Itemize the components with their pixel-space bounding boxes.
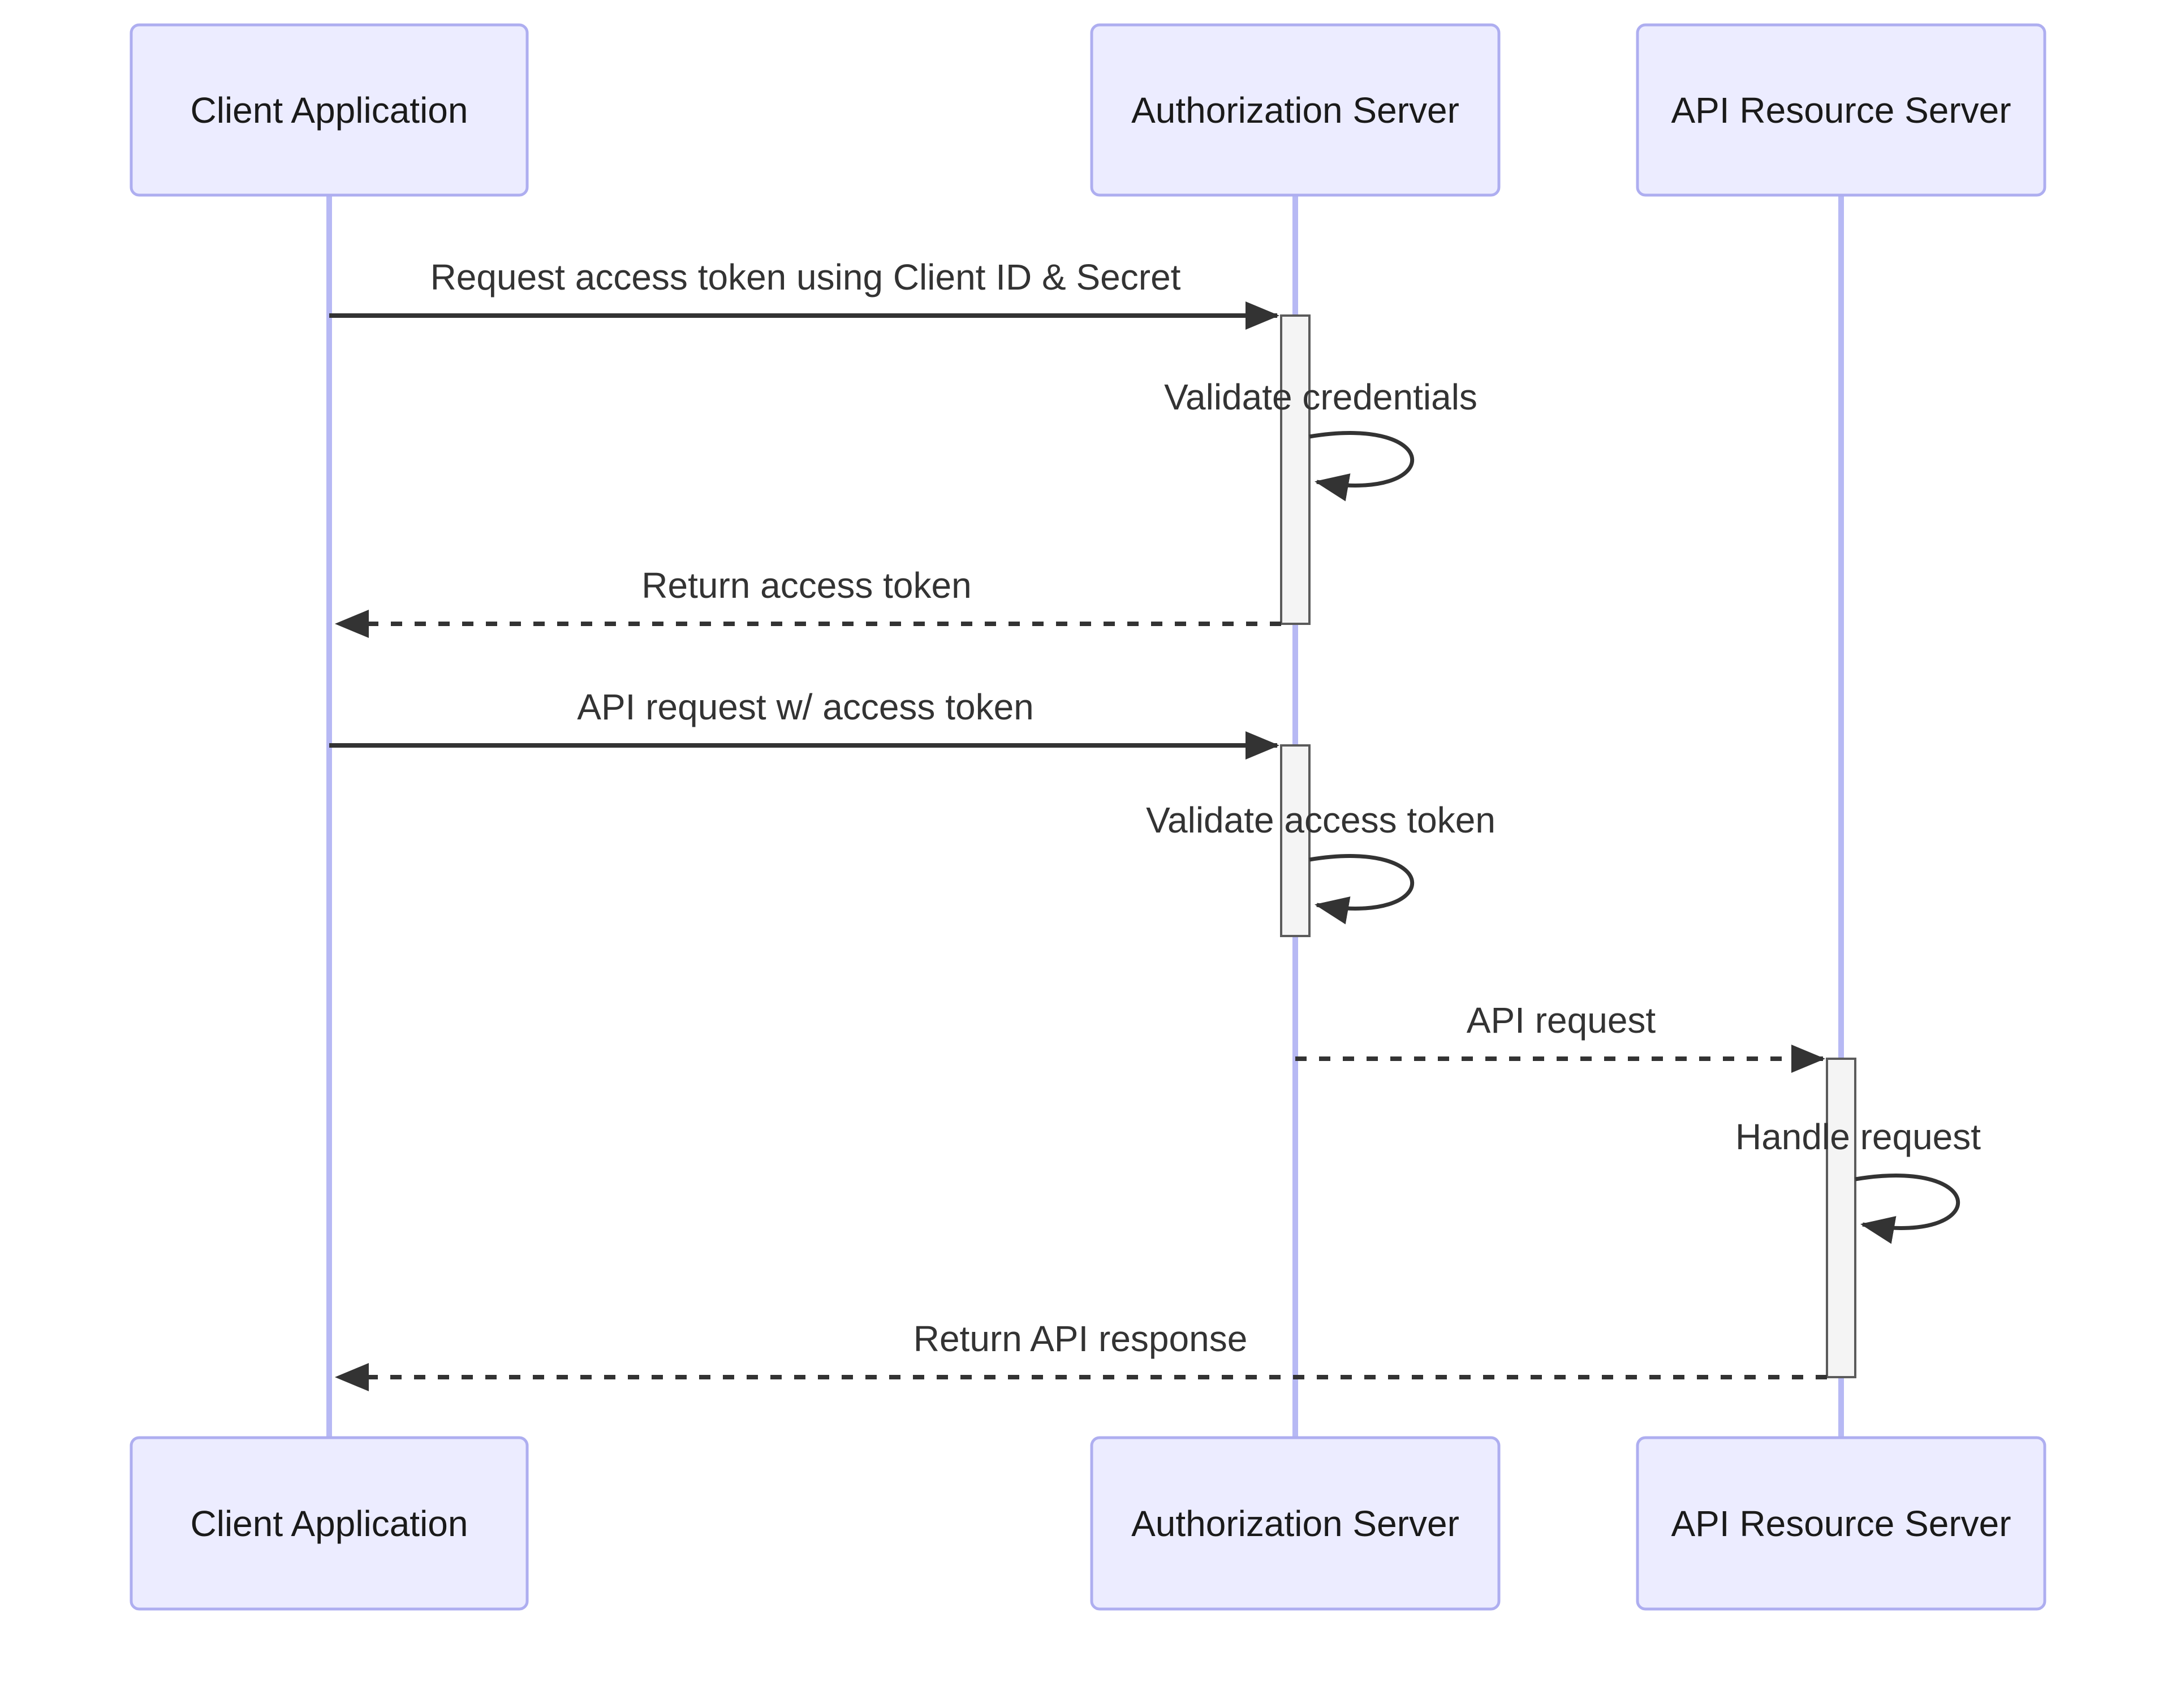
activation-bar-auth-2 (1280, 744, 1311, 937)
actor-bottom-box-auth-server (1090, 1436, 1501, 1611)
actor-bottom-box-api-server (1636, 1436, 2046, 1611)
self-loop-validate-access-token (1309, 854, 1415, 925)
actor-top-box-auth-server (1090, 23, 1501, 197)
actor-bottom-client: Client Application (130, 1436, 529, 1611)
actor-top-box-api-server (1636, 23, 2046, 197)
message-label-request-access-token: Request access token using Client ID & S… (430, 257, 1181, 297)
actor-bottom-api-server: API Resource Server (1636, 1436, 2046, 1611)
message-label-validate-credentials: Validate credentials (1164, 377, 1477, 417)
message-label-api-request: API request (1467, 1000, 1656, 1041)
message-label-api-request-with-token: API request w/ access token (577, 687, 1034, 727)
actor-bottom-label-auth-server: Authorization Server (1131, 1503, 1459, 1544)
actor-top-client: Client Application (130, 23, 529, 197)
message-label-handle-request: Handle request (1735, 1116, 1981, 1157)
self-loop-handle-request (1855, 1174, 1960, 1244)
activation-bar-auth-1 (1280, 314, 1311, 625)
actor-bottom-auth-server: Authorization Server (1090, 1436, 1501, 1611)
self-loop-validate-credentials (1309, 431, 1415, 502)
actor-top-box-client (130, 23, 529, 197)
actor-top-label-api-server: API Resource Server (1671, 90, 2011, 131)
actor-top-label-client: Client Application (191, 90, 468, 131)
message-label-return-api-response: Return API response (913, 1318, 1248, 1359)
actor-bottom-label-client: Client Application (191, 1503, 468, 1544)
actor-top-label-auth-server: Authorization Server (1131, 90, 1459, 131)
actor-bottom-label-api-server: API Resource Server (1671, 1503, 2011, 1544)
actor-top-api-server: API Resource Server (1636, 23, 2046, 197)
actor-bottom-box-client (130, 1436, 529, 1611)
actor-top-auth-server: Authorization Server (1090, 23, 1501, 197)
message-label-return-access-token: Return access token (641, 565, 971, 606)
activation-bar-api (1826, 1058, 1856, 1378)
message-label-validate-access-token: Validate access token (1146, 800, 1496, 840)
